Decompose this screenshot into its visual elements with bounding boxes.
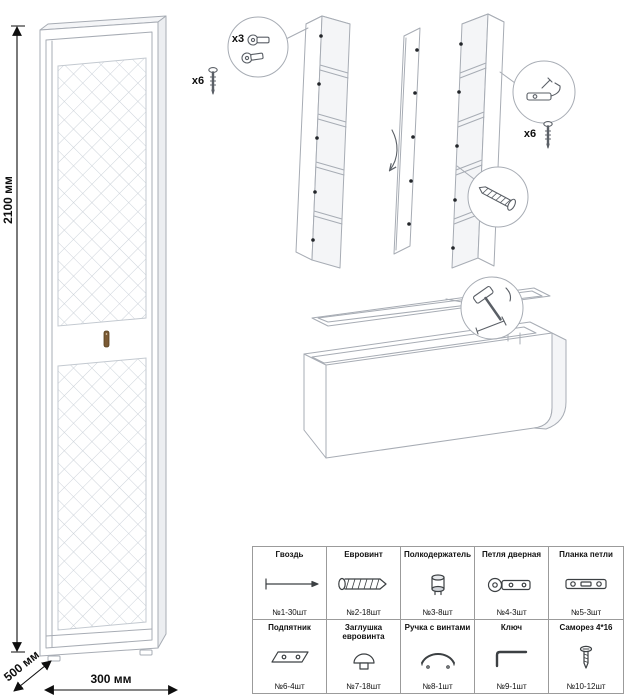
parts-cell-door-hinge: Петля дверная №4-3шт bbox=[475, 547, 549, 620]
parts-table: Гвоздь №1-30шт Евровинт №2-18шт Полкодер… bbox=[252, 546, 624, 694]
cabinet-assembled-view bbox=[39, 15, 167, 662]
part-name: Саморез 4*16 bbox=[559, 623, 613, 632]
hinge-qty-label: x3 bbox=[232, 33, 244, 45]
hinges-callout: x3 bbox=[227, 16, 309, 78]
part-name: Ручка с винтами bbox=[404, 623, 471, 632]
door-outline bbox=[45, 31, 153, 649]
parts-cell-self-tapping-screw: Саморез 4*16 №10-12шт bbox=[549, 620, 623, 693]
handle-icon bbox=[420, 653, 455, 669]
euroscrew-icon bbox=[542, 120, 554, 150]
part-name: Планка петли bbox=[559, 550, 613, 559]
part-name: Заглушка евровинта bbox=[342, 623, 385, 642]
depth-dimension-label: 500 мм bbox=[1, 647, 42, 684]
loose-side-panel bbox=[393, 27, 421, 255]
cabinet-foot bbox=[139, 649, 153, 656]
part-name: Евровинт bbox=[344, 550, 383, 559]
base-box bbox=[303, 321, 567, 459]
parts-cell-foot: Подпятник №6-4шт bbox=[253, 620, 327, 693]
euroscrew-icon bbox=[207, 66, 219, 96]
part-qty: №3-8шт bbox=[422, 608, 453, 617]
width-dimension-label: 300 мм bbox=[90, 672, 131, 686]
parts-cell-key: Ключ №9-1шт bbox=[475, 620, 549, 693]
parts-cell-hinge-plate: Планка петли №5-3шт bbox=[549, 547, 623, 620]
carcass-exploded-left bbox=[295, 15, 351, 269]
hammer-callout bbox=[445, 276, 524, 340]
screw-qty-label: x6 bbox=[192, 75, 204, 87]
self-tapping-screw-icon bbox=[579, 645, 593, 669]
nail-icon bbox=[475, 316, 507, 335]
part-qty: №8-1шт bbox=[422, 682, 453, 691]
euroscrew-icon bbox=[337, 577, 387, 590]
part-name: Петля дверная bbox=[481, 550, 542, 559]
euroscrew-large-icon bbox=[478, 186, 516, 211]
part-qty: №5-3шт bbox=[570, 608, 602, 617]
carcass-exploded-right bbox=[451, 13, 505, 269]
foot-glide-icon bbox=[270, 651, 309, 663]
parts-cell-handle: Ручка с винтами №8-1шт bbox=[401, 620, 475, 693]
screw-qty-label: x6 bbox=[524, 128, 536, 140]
hinge-plate-callout bbox=[499, 60, 576, 124]
part-qty: №2-18шт bbox=[346, 608, 381, 617]
part-name: Ключ bbox=[500, 623, 523, 632]
part-qty: №9-1шт bbox=[496, 682, 527, 691]
hammer-icon bbox=[473, 286, 502, 321]
part-qty: №4-3шт bbox=[496, 608, 527, 617]
door-quilt-upper bbox=[57, 57, 147, 327]
door-handle bbox=[103, 330, 110, 348]
assembly-direction-arrow bbox=[390, 129, 398, 170]
parts-cell-euroscrew: Евровинт №2-18шт bbox=[327, 547, 401, 620]
screws-callout-left: x6 bbox=[192, 66, 219, 96]
door-quilt-lower bbox=[57, 357, 147, 631]
part-name: Гвоздь bbox=[275, 550, 304, 559]
width-dimension: 300 мм bbox=[44, 672, 178, 695]
hinge-plate-detail-icon bbox=[526, 77, 561, 101]
part-qty: №1-30шт bbox=[272, 608, 307, 617]
height-dimension-label: 2100 мм bbox=[1, 176, 15, 224]
hinge-plate-icon bbox=[565, 578, 607, 589]
screws-callout-right: x6 bbox=[524, 120, 554, 150]
part-qty: №7-18шт bbox=[346, 682, 381, 691]
part-name: Полкодержатель bbox=[403, 550, 472, 559]
cabinet-foot bbox=[47, 655, 61, 662]
parts-cell-nail: Гвоздь №1-30шт bbox=[253, 547, 327, 620]
hex-key-icon bbox=[495, 650, 527, 668]
nail-icon bbox=[264, 577, 319, 590]
parts-cell-screw-cap: Заглушка евровинта №7-18шт bbox=[327, 620, 401, 693]
door-hinge-icon bbox=[487, 577, 531, 592]
part-name: Подпятник bbox=[268, 623, 311, 632]
part-qty: №6-4шт bbox=[274, 682, 305, 691]
screw-cap-icon bbox=[352, 653, 375, 670]
shelf-pin-icon bbox=[430, 573, 445, 595]
euroscrew-callout bbox=[456, 165, 529, 228]
height-dimension: 2100 мм bbox=[1, 25, 25, 653]
parts-cell-shelf-pin: Полкодержатель №3-8шт bbox=[401, 547, 475, 620]
part-qty: №10-12шт bbox=[566, 682, 606, 691]
